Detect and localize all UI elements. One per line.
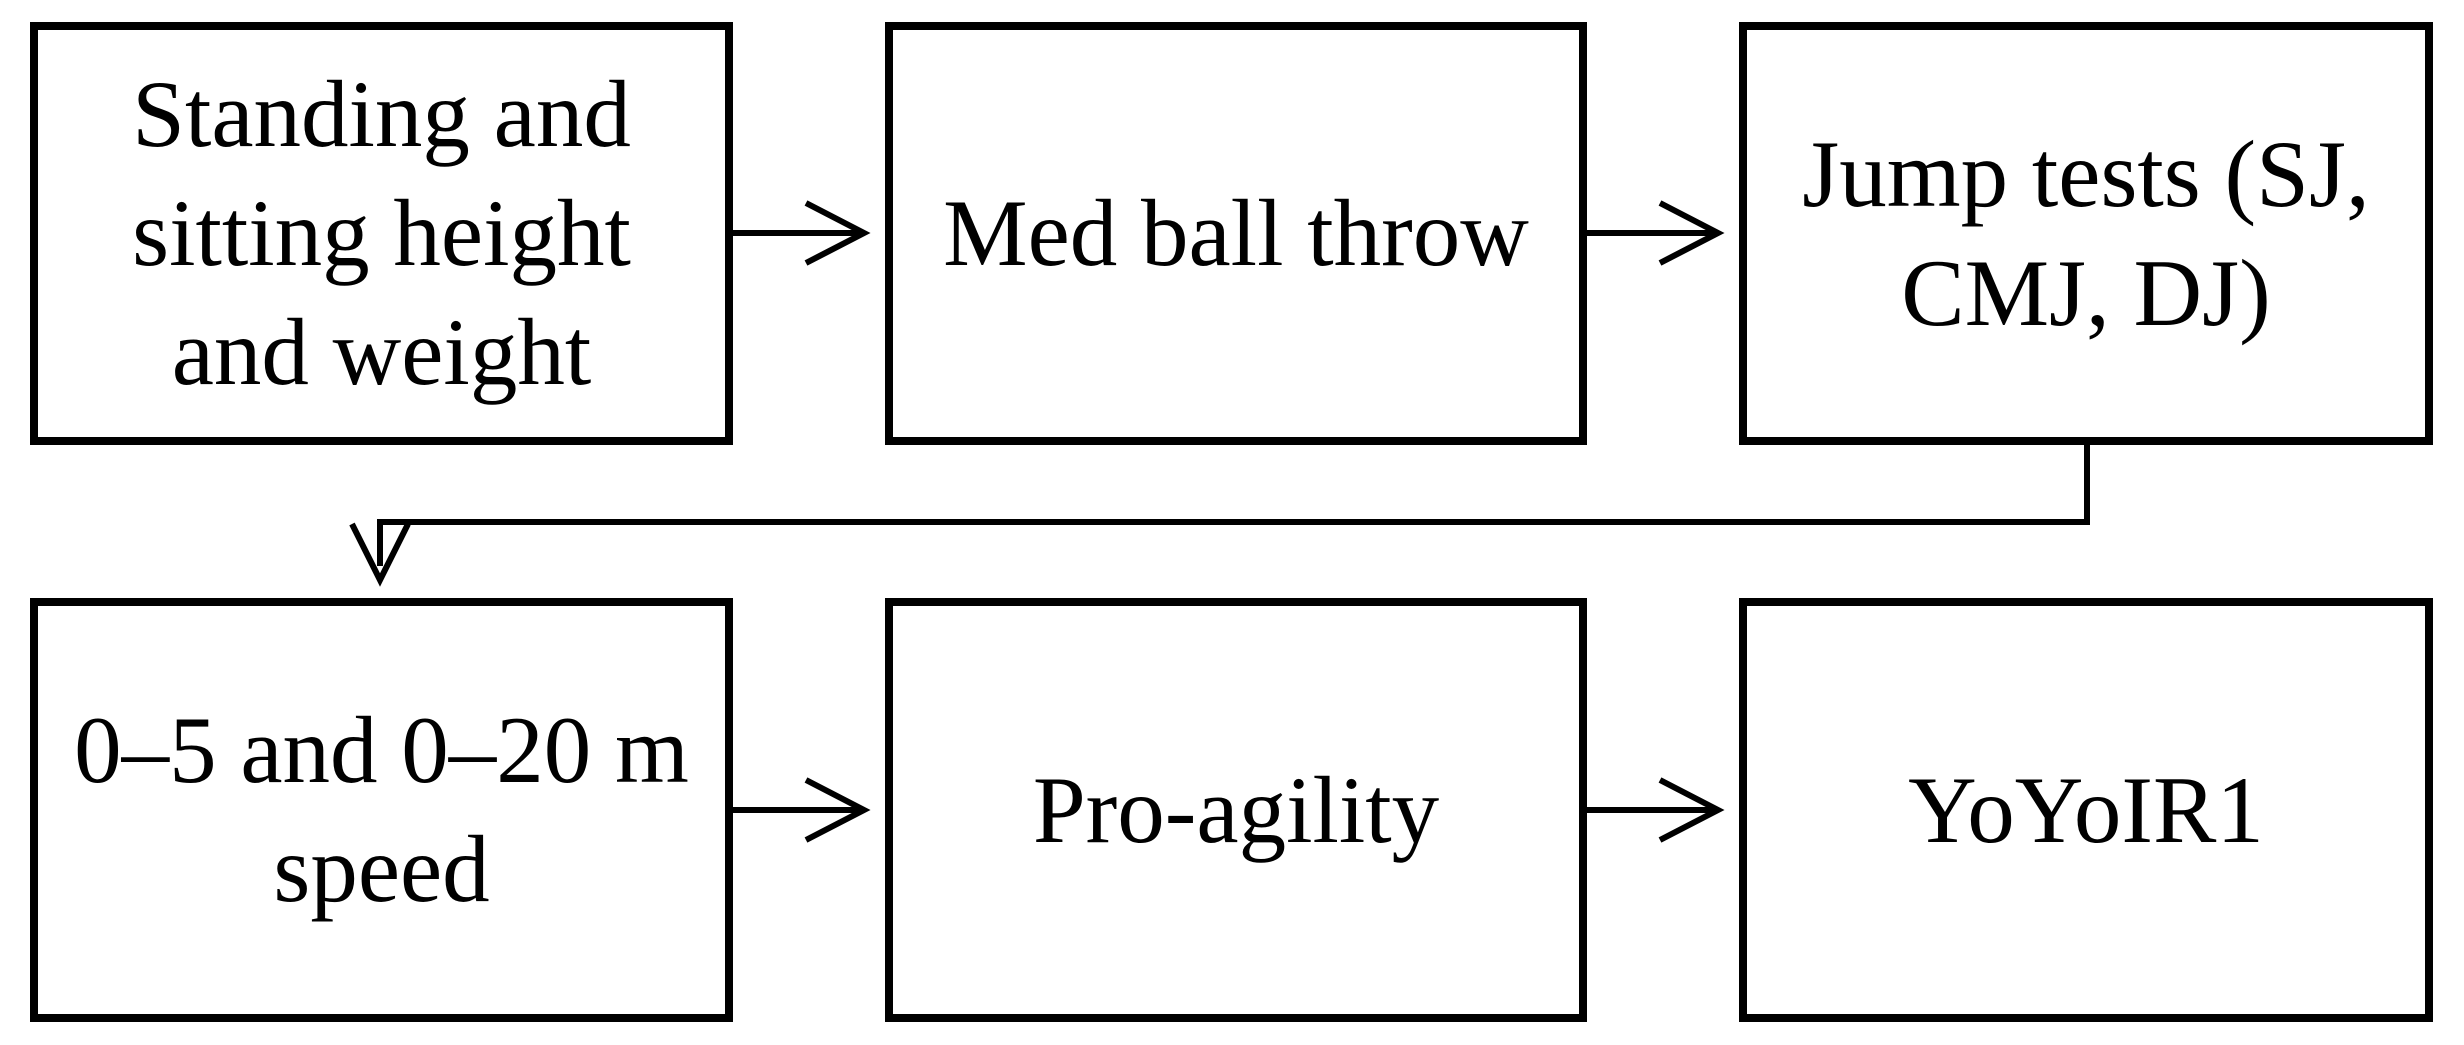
flowchart-node-speed: 0–5 and 0–20 m speed [30, 598, 733, 1022]
flowchart-node-anthropometry: Standing and sitting height and weight [30, 22, 733, 445]
arrow-right-icon [1587, 777, 1725, 843]
node-label: YoYoIR1 [1908, 756, 2264, 863]
flowchart-node-jump-tests: Jump tests (SJ, CMJ, DJ) [1739, 22, 2433, 445]
arrow-right-icon [1587, 200, 1725, 266]
elbow-arrow-down-icon [349, 445, 2090, 587]
flowchart-node-yoyoir1: YoYoIR1 [1739, 598, 2433, 1022]
arrow-right-icon [733, 200, 871, 266]
flowchart-node-pro-agility: Pro-agility [885, 598, 1587, 1022]
node-label: Standing and sitting height and weight [132, 61, 631, 405]
node-label: 0–5 and 0–20 m speed [74, 697, 689, 922]
arrow-right-icon [733, 777, 871, 843]
node-label: Jump tests (SJ, CMJ, DJ) [1802, 120, 2370, 346]
flowchart-node-med-ball-throw: Med ball throw [885, 22, 1587, 445]
node-label: Pro-agility [1032, 756, 1440, 863]
node-label: Med ball throw [943, 180, 1529, 287]
